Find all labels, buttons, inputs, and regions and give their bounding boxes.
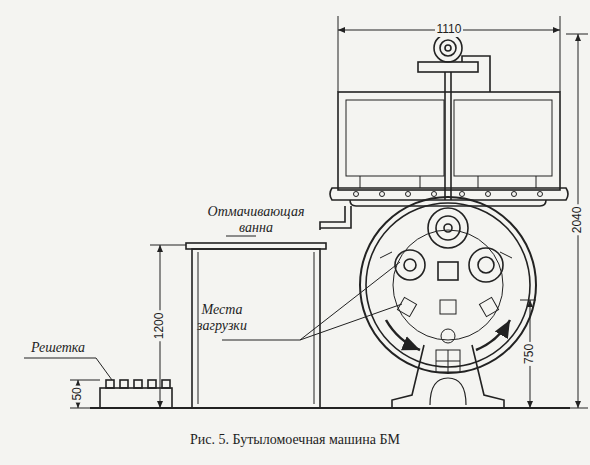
grating (100, 380, 172, 408)
dimension-text: 2040 (571, 205, 585, 236)
part-name: Отмачивающая ванна (201, 204, 311, 236)
dimension-lines (70, 16, 588, 408)
dimension-text: 1200 (153, 311, 167, 342)
part-name: Решетка (31, 340, 85, 356)
rotary-drum (360, 197, 536, 408)
leader-lines (24, 236, 402, 380)
dimension-text: 1110 (435, 23, 464, 37)
upper-tank (320, 34, 568, 230)
part-name: Места загрузки (177, 302, 267, 334)
figure-caption: Рис. 5. Бутыломоечная машина БМ (0, 432, 590, 448)
dimension-text: 50 (71, 385, 85, 402)
dimension-text: 750 (523, 342, 537, 366)
